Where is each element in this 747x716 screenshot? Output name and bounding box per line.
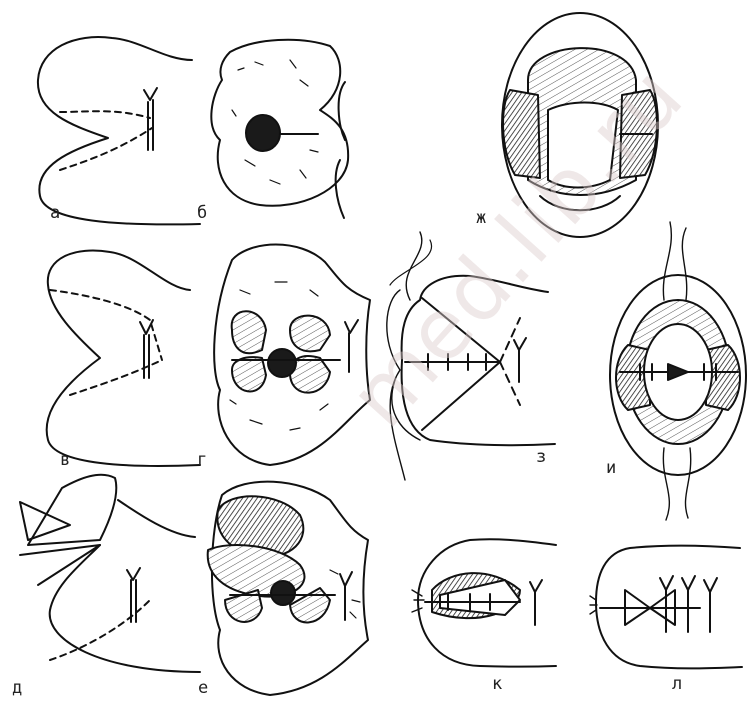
- panel-k-drawing: [412, 539, 556, 667]
- panel-label-a: а: [50, 205, 60, 222]
- panel-label-v: в: [60, 452, 70, 469]
- panel-g-drawing: [214, 245, 370, 466]
- panel-l-drawing: [590, 546, 742, 669]
- panel-i-drawing: [610, 222, 746, 520]
- panel-b-drawing: [211, 40, 348, 218]
- panel-label-i: и: [606, 460, 616, 477]
- panel-label-z: з: [536, 449, 546, 466]
- panel-v-drawing: [47, 250, 200, 465]
- panel-label-d: д: [12, 680, 22, 697]
- panel-label-l: л: [672, 676, 682, 693]
- panel-label-e: е: [198, 680, 208, 697]
- panel-label-g: г: [197, 452, 207, 469]
- panel-label-b: б: [197, 205, 207, 222]
- panel-e-drawing: [208, 482, 368, 695]
- panel-a-drawing: [38, 37, 200, 224]
- panel-d-drawing: [20, 475, 200, 672]
- panel-label-k: к: [492, 676, 502, 693]
